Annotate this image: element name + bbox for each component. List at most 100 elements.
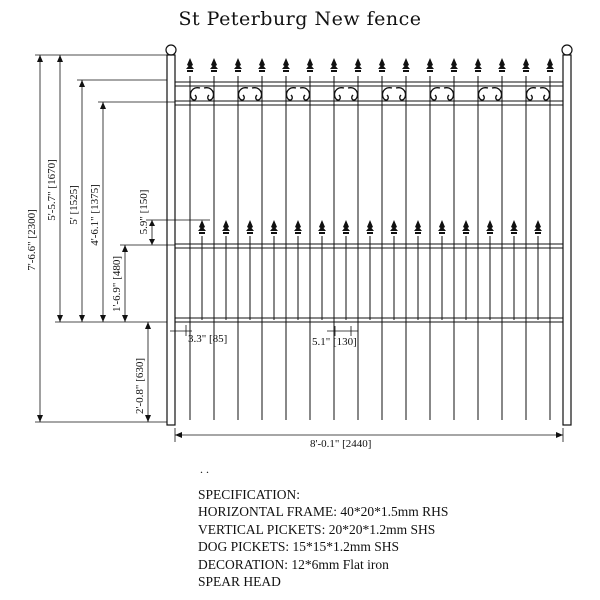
dog-spear-icon <box>246 220 254 231</box>
left-post-cap <box>165 44 177 56</box>
spear-head-icon-collar <box>259 70 265 72</box>
spear-head-icon <box>282 58 290 69</box>
right-post-cap <box>561 44 573 56</box>
spear-head-icon-collar <box>211 70 217 72</box>
dimension-lines <box>35 54 564 442</box>
scroll-left-icon <box>285 86 297 101</box>
dog-spear-icon-collar <box>247 232 253 234</box>
dog-spear-icon-collar <box>415 232 421 234</box>
dim-85: 3.3" [85] <box>188 333 227 345</box>
scroll-left-icon <box>189 86 201 101</box>
dim-total-height: 7'-6.6" [2300] <box>26 209 38 270</box>
spear-head-icon <box>330 58 338 69</box>
dog-spear-icon <box>366 220 374 231</box>
dog-spear-icon-collar <box>511 232 517 234</box>
horizontal-rails <box>175 81 563 323</box>
spear-head-icon <box>498 58 506 69</box>
dog-spear-icon-collar <box>319 232 325 234</box>
spear-head-icon-collar <box>331 70 337 72</box>
spear-head-icon-collar <box>187 70 193 72</box>
dim-630: 2'-0.8" [630] <box>134 358 146 414</box>
dog-spear-icon <box>270 220 278 231</box>
dog-spear-icon-collar <box>487 232 493 234</box>
scroll-right-icon <box>251 86 263 101</box>
scroll-right-icon <box>395 86 407 101</box>
spear-head-icon-collar <box>427 70 433 72</box>
scroll-decorations <box>189 86 551 101</box>
dim-130: 5.1" [130] <box>312 336 357 348</box>
spec-heading: SPECIFICATION: <box>198 487 301 502</box>
spear-head-icon-collar <box>451 70 457 72</box>
spec-line: VERTICAL PICKETS: 20*20*1.2mm SHS <box>198 521 436 537</box>
dim-1375: 4'-6.1" [1375] <box>89 184 101 245</box>
spear-head-icon-collar <box>235 70 241 72</box>
dog-pickets <box>198 220 542 320</box>
dog-spear-icon <box>414 220 422 231</box>
scroll-right-icon <box>347 86 359 101</box>
spear-head-icon <box>474 58 482 69</box>
dog-spear-icon-collar <box>535 232 541 234</box>
spear-head-icon <box>186 58 194 69</box>
dog-spear-icon <box>294 220 302 231</box>
dog-spear-icon-collar <box>391 232 397 234</box>
dog-spear-icon <box>318 220 326 231</box>
scroll-right-icon <box>539 86 551 101</box>
dog-spear-icon <box>222 220 230 231</box>
spear-head-icon <box>354 58 362 69</box>
spear-head-icon-collar <box>403 70 409 72</box>
spear-head-icon <box>426 58 434 69</box>
spec-line: SPEAR HEAD <box>198 574 281 590</box>
dog-spear-icon <box>534 220 542 231</box>
spear-head-icon-collar <box>307 70 313 72</box>
dog-spear-icon <box>342 220 350 231</box>
spear-head-icon-collar <box>283 70 289 72</box>
spear-head-icon <box>378 58 386 69</box>
left-post <box>166 54 176 426</box>
dog-spear-icon <box>390 220 398 231</box>
scroll-left-icon <box>477 86 489 101</box>
spear-head-icon-collar <box>355 70 361 72</box>
dog-spear-icon <box>486 220 494 231</box>
scroll-right-icon <box>443 86 455 101</box>
dog-spear-icon-collar <box>343 232 349 234</box>
dog-spear-icon-collar <box>295 232 301 234</box>
dog-spear-icon-collar <box>439 232 445 234</box>
dog-spear-icon-collar <box>463 232 469 234</box>
dog-spear-icon <box>462 220 470 231</box>
spear-head-icon <box>234 58 242 69</box>
right-post <box>562 54 572 426</box>
dim-150: 5.9" [150] <box>138 190 150 235</box>
dim-1525: 5' [1525] <box>68 185 80 225</box>
scroll-left-icon <box>333 86 345 101</box>
dog-spear-icon <box>438 220 446 231</box>
spear-head-icon <box>210 58 218 69</box>
spec-line: DOG PICKETS: 15*15*1.2mm SHS <box>198 539 400 555</box>
spear-head-icon <box>258 58 266 69</box>
spear-head-icon <box>546 58 554 69</box>
scroll-left-icon <box>381 86 393 101</box>
scroll-left-icon <box>429 86 441 101</box>
dog-spear-icon <box>510 220 518 231</box>
dim-480: 1'-6.9" [480] <box>111 256 123 312</box>
dog-spear-icon-collar <box>367 232 373 234</box>
spear-head-icon <box>306 58 314 69</box>
scroll-left-icon <box>525 86 537 101</box>
spear-head-icon <box>450 58 458 69</box>
spec-line: HORIZONTAL FRAME: 40*20*1.5mm RHS <box>198 504 449 520</box>
spear-head-icon-collar <box>475 70 481 72</box>
note-dots: . . <box>200 462 209 476</box>
dog-spear-icon-collar <box>223 232 229 234</box>
spear-head-icon <box>522 58 530 69</box>
scroll-right-icon <box>203 86 215 101</box>
dog-spear-icon-collar <box>271 232 277 234</box>
fence-posts <box>165 44 573 426</box>
spear-head-icon-collar <box>499 70 505 72</box>
dim-width: 8'-0.1" [2440] <box>310 438 371 450</box>
scroll-right-icon <box>491 86 503 101</box>
specification-block: SPECIFICATION: HORIZONTAL FRAME: 40*20*1… <box>198 486 588 590</box>
drawing-title: St Peterburg New fence <box>178 8 422 30</box>
vertical-pickets <box>186 58 554 420</box>
scroll-right-icon <box>299 86 311 101</box>
spear-head-icon <box>402 58 410 69</box>
